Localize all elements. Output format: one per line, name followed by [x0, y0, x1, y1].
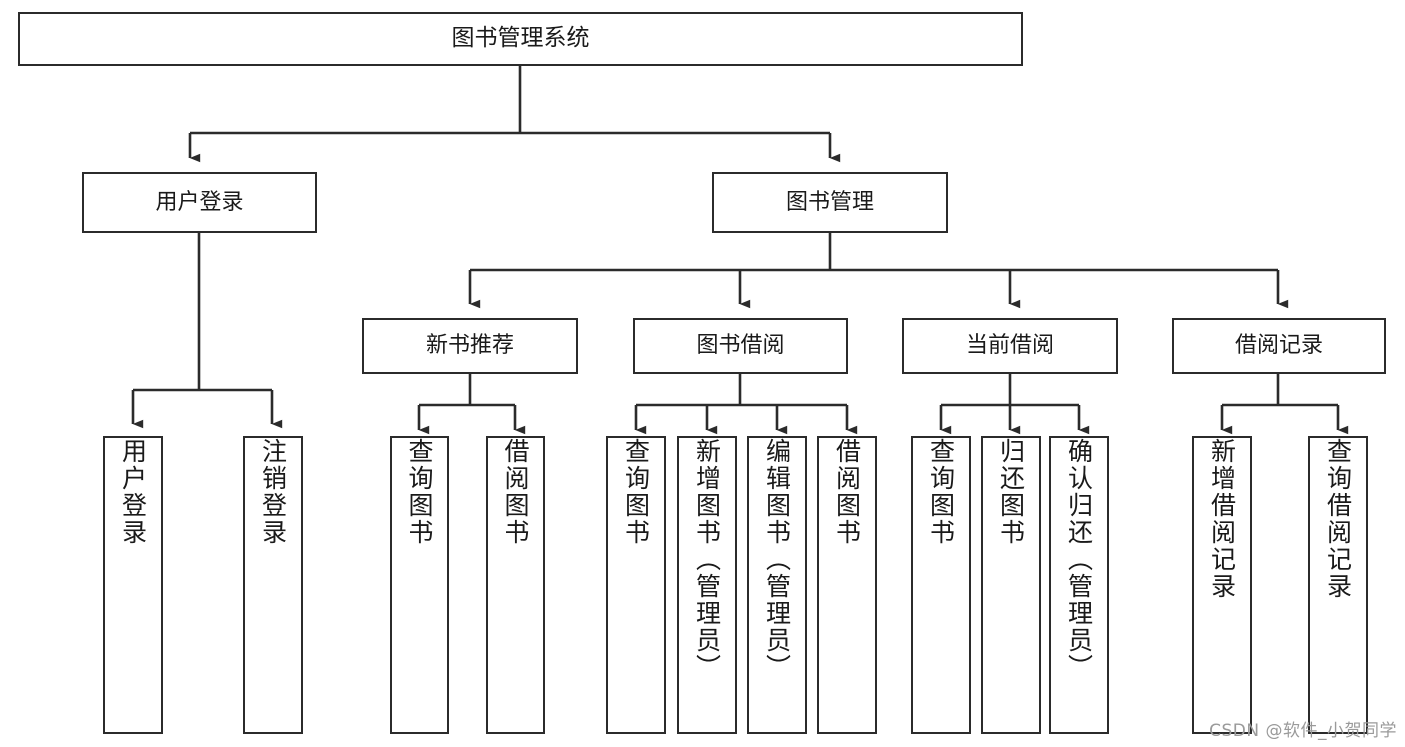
node-current-borrowing-label: 当前借阅: [965, 333, 1054, 359]
leaf-borrow-book-new[interactable]: 借阅图书: [486, 436, 545, 734]
leaf-borrow-book-label: 借阅图书: [832, 438, 862, 546]
leaf-add-borrow-record[interactable]: 新增借阅记录: [1192, 436, 1252, 734]
node-new-book-recommend-label: 新书推荐: [425, 333, 514, 359]
leaf-logout-label: 注销登录: [258, 438, 288, 546]
leaf-return-book-label: 归还图书: [996, 438, 1026, 546]
leaf-logout[interactable]: 注销登录: [243, 436, 303, 734]
leaf-query-book-new-label: 查询图书: [405, 438, 434, 546]
leaf-user-login[interactable]: 用户登录: [103, 436, 163, 734]
node-root-system[interactable]: 图书管理系统: [18, 12, 1023, 66]
leaf-edit-book-admin-label: 编辑图书（管理员）: [762, 438, 792, 681]
leaf-query-book-borrow[interactable]: 查询图书: [606, 436, 666, 734]
leaf-query-book-current-label: 查询图书: [926, 438, 956, 546]
leaf-add-book-admin[interactable]: 新增图书（管理员）: [677, 436, 737, 734]
node-user-login-label: 用户登录: [155, 189, 244, 215]
node-book-borrowing-label: 图书借阅: [696, 333, 785, 359]
leaf-borrow-book[interactable]: 借阅图书: [817, 436, 877, 734]
leaf-query-borrow-record-label: 查询借阅记录: [1323, 438, 1353, 600]
leaf-query-book-borrow-label: 查询图书: [621, 438, 651, 546]
node-new-book-recommend[interactable]: 新书推荐: [362, 318, 578, 374]
node-book-borrowing[interactable]: 图书借阅: [633, 318, 848, 374]
leaf-add-borrow-record-label: 新增借阅记录: [1207, 438, 1237, 600]
leaf-add-book-admin-label: 新增图书（管理员）: [692, 438, 722, 681]
node-root-system-label: 图书管理系统: [451, 25, 590, 52]
leaf-query-book-new[interactable]: 查询图书: [390, 436, 449, 734]
leaf-query-book-current[interactable]: 查询图书: [911, 436, 971, 734]
leaf-borrow-book-new-label: 借阅图书: [501, 438, 530, 546]
leaf-user-login-label: 用户登录: [118, 438, 148, 546]
leaf-edit-book-admin[interactable]: 编辑图书（管理员）: [747, 436, 807, 734]
leaf-confirm-return-admin[interactable]: 确认归还（管理员）: [1049, 436, 1109, 734]
node-current-borrowing[interactable]: 当前借阅: [902, 318, 1118, 374]
node-book-management[interactable]: 图书管理: [712, 172, 948, 233]
leaf-confirm-return-admin-label: 确认归还（管理员）: [1064, 438, 1094, 681]
node-user-login[interactable]: 用户登录: [82, 172, 317, 233]
node-borrow-record-label: 借阅记录: [1234, 333, 1323, 359]
leaf-return-book[interactable]: 归还图书: [981, 436, 1041, 734]
node-borrow-record[interactable]: 借阅记录: [1172, 318, 1386, 374]
node-book-management-label: 图书管理: [785, 189, 874, 215]
leaf-query-borrow-record[interactable]: 查询借阅记录: [1308, 436, 1368, 734]
